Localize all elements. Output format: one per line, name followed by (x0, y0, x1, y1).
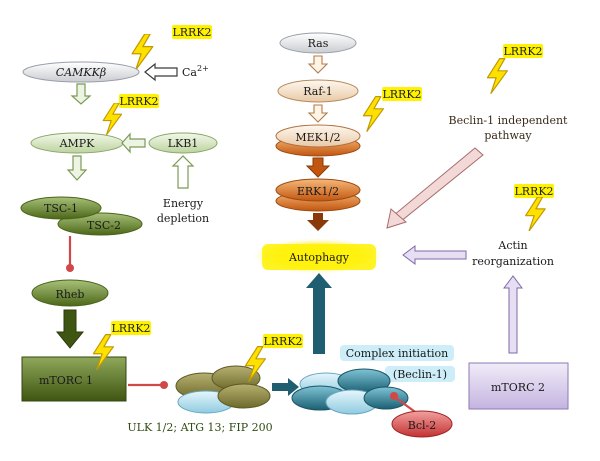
ras-node[interactable]: Ras (279, 32, 357, 54)
svg-text:LRRK2: LRRK2 (119, 95, 158, 108)
arrow-rheb-to-mtorc1 (55, 309, 85, 349)
svg-text:Rheb: Rheb (56, 288, 85, 301)
arrow-initiation-to-autophagy (306, 273, 332, 354)
arrow-lkb1-to-ampk (121, 132, 146, 154)
lrrk2-annotation-beclin-independent: LRRK2 (486, 44, 543, 94)
inhibit-tsc-to-rheb (66, 236, 74, 272)
lightning-icon (362, 96, 385, 132)
arrow-ras-to-raf (307, 55, 329, 74)
inhibit-mtorc1-to-ulk (128, 381, 168, 389)
arrow-ampk-to-tsc (66, 155, 88, 181)
lrrk2-annotation-ulk: LRRK2 (263, 334, 303, 348)
svg-text:Raf-1: Raf-1 (303, 85, 333, 98)
arrow-raf-to-mek (307, 104, 329, 123)
svg-text:MEK1/2: MEK1/2 (295, 131, 340, 144)
svg-text:(Beclin-1): (Beclin-1) (393, 368, 447, 381)
erk-node[interactable]: ERK1/2 (275, 178, 361, 212)
tsc1-node (20, 196, 102, 220)
calcium-arrow (144, 62, 178, 82)
lkb1-node[interactable]: LKB1 (148, 132, 218, 154)
svg-text:reorganization: reorganization (472, 255, 554, 268)
lrrk2-annotation-mtorc1: LRRK2 (111, 321, 151, 335)
arrow-ulk-to-initiation (272, 378, 299, 396)
svg-text:AMPK: AMPK (59, 137, 96, 150)
svg-text:mTORC 1: mTORC 1 (39, 374, 93, 387)
svg-text:LRRK2: LRRK2 (503, 45, 542, 58)
beclin-complex[interactable] (291, 368, 409, 415)
rheb-node[interactable]: Rheb (31, 279, 109, 307)
svg-text:LKB1: LKB1 (168, 137, 199, 150)
ulk-complex[interactable] (175, 365, 271, 414)
svg-text:LRRK2: LRRK2 (263, 335, 302, 348)
calcium-label: Ca2+ (182, 64, 209, 79)
svg-text:mTORC 2: mTORC 2 (491, 381, 545, 394)
svg-text:Complex initiation: Complex initiation (346, 347, 449, 360)
lightning-icon (131, 34, 154, 70)
arrow-mek-to-erk (305, 157, 331, 178)
svg-text:pathway: pathway (484, 129, 532, 142)
mek-node[interactable]: MEK1/2 (275, 124, 361, 157)
svg-text:LRRK2: LRRK2 (514, 185, 553, 198)
arrow-erk-to-autophagy (307, 213, 329, 231)
svg-text:Autophagy: Autophagy (288, 251, 350, 264)
arrow-actin-to-autophagy (402, 245, 467, 265)
svg-text:LRRK2: LRRK2 (111, 322, 150, 335)
ulk-complex-label: ULK 1/2; ATG 13; FIP 200 (127, 421, 272, 434)
svg-text:TSC-1: TSC-1 (44, 202, 78, 215)
arrow-energy-to-lkb1 (171, 155, 195, 189)
svg-text:Actin: Actin (497, 239, 527, 252)
lrrk2-annotation-ampk: LRRK2 (102, 94, 159, 135)
tsc2-node (57, 212, 143, 236)
arrow-beclin-independent-to-autophagy (386, 147, 484, 229)
svg-text:Energy: Energy (163, 197, 204, 210)
svg-text:Beclin-1 independent: Beclin-1 independent (449, 114, 569, 127)
svg-text:LRRK2: LRRK2 (382, 88, 421, 101)
svg-text:ERK1/2: ERK1/2 (297, 185, 339, 198)
autophagy-node[interactable]: Autophagy (252, 238, 384, 274)
svg-text:Bcl-2: Bcl-2 (408, 419, 436, 432)
mtorc1-node[interactable]: mTORC 1 (21, 356, 127, 402)
energy-depletion-label: Energy depletion (157, 197, 209, 225)
complex-initiation-label: Complex initiation (Beclin-1) (340, 345, 455, 382)
tsc-complex[interactable]: TSC-1 TSC-2 (20, 196, 143, 236)
arrow-camkk-to-ampk (70, 83, 92, 105)
svg-text:depletion: depletion (157, 212, 209, 225)
svg-text:LRRK2: LRRK2 (172, 26, 211, 39)
bcl2-node[interactable]: Bcl-2 (391, 410, 453, 438)
svg-text:TSC-2: TSC-2 (87, 219, 121, 232)
actin-reorganization-label: Actin reorganization (472, 239, 554, 268)
mtorc2-node[interactable]: mTORC 2 (468, 362, 569, 410)
calcium-input: Ca2+ (144, 62, 209, 82)
lightning-icon (525, 197, 546, 231)
arrow-mtorc2-to-actin (503, 275, 523, 354)
beclin-independent-pathway-label: Beclin-1 independent pathway (449, 114, 569, 142)
lightning-icon (486, 58, 509, 94)
lrrk2-annotation-camkk: LRRK2 (131, 25, 212, 70)
svg-text:CAMKKβ: CAMKKβ (56, 66, 106, 79)
svg-text:Ras: Ras (308, 37, 329, 50)
raf1-node[interactable]: Raf-1 (277, 79, 359, 103)
lrrk2-annotation-mek: LRRK2 (362, 87, 422, 132)
camkk-beta-node[interactable]: CAMKKβ (22, 61, 140, 83)
lrrk2-annotation-actin: LRRK2 (514, 184, 554, 231)
ampk-node[interactable]: AMPK (30, 132, 124, 154)
